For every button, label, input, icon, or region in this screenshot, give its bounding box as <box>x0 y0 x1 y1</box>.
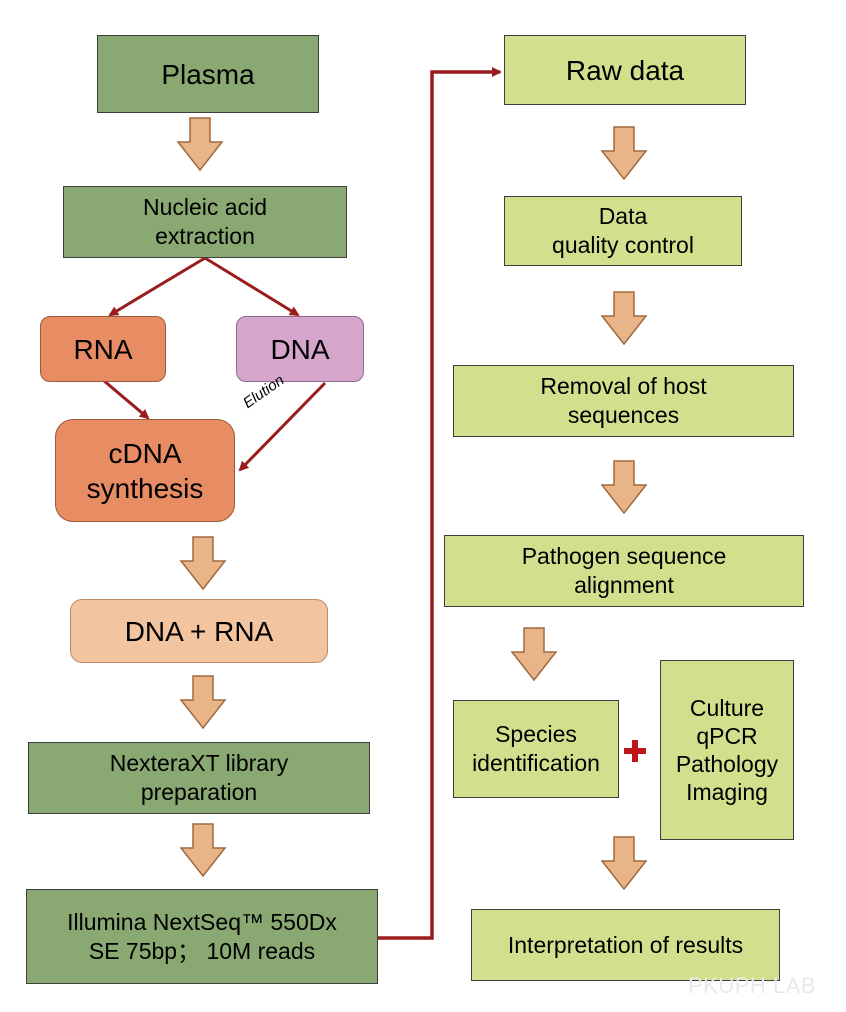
species-identification-box: Species identification <box>453 700 619 798</box>
plasma-box: Plasma <box>97 35 319 113</box>
sequencing-box: Illumina NextSeq™ 550Dx SE 75bp； 10M rea… <box>26 889 378 984</box>
down-arrow <box>179 823 227 878</box>
down-arrow <box>176 117 224 172</box>
sequencing-to-raw-data-connector <box>378 67 502 940</box>
branch-arrow-dna <box>204 256 300 317</box>
alignment-box: Pathogen sequence alignment <box>444 535 804 607</box>
watermark: PKUPH LAB <box>688 973 816 998</box>
dna-box: DNA <box>236 316 364 382</box>
library-prep-box: NexteraXT library preparation <box>28 742 370 814</box>
down-arrow <box>600 460 648 515</box>
down-arrow <box>179 536 227 591</box>
quality-control-box: Data quality control <box>504 196 742 266</box>
down-arrow <box>510 627 558 682</box>
other-methods-box: Culture qPCR Pathology Imaging <box>660 660 794 840</box>
dna-elution-arrow <box>238 381 327 472</box>
down-arrow <box>600 291 648 346</box>
dna-rna-box: DNA + RNA <box>70 599 328 663</box>
rna-to-cdna-arrow <box>102 378 150 420</box>
down-arrow <box>600 126 648 181</box>
host-removal-box: Removal of host sequences <box>453 365 794 437</box>
branch-arrow-rna <box>108 256 206 317</box>
rna-box: RNA <box>40 316 166 382</box>
down-arrow <box>179 675 227 730</box>
cdna-synthesis-box: cDNA synthesis <box>55 419 235 522</box>
extraction-box: Nucleic acid extraction <box>63 186 347 258</box>
raw-data-box: Raw data <box>504 35 746 105</box>
interpretation-box: Interpretation of results <box>471 909 780 981</box>
plus-icon <box>624 740 646 762</box>
down-arrow <box>600 836 648 891</box>
